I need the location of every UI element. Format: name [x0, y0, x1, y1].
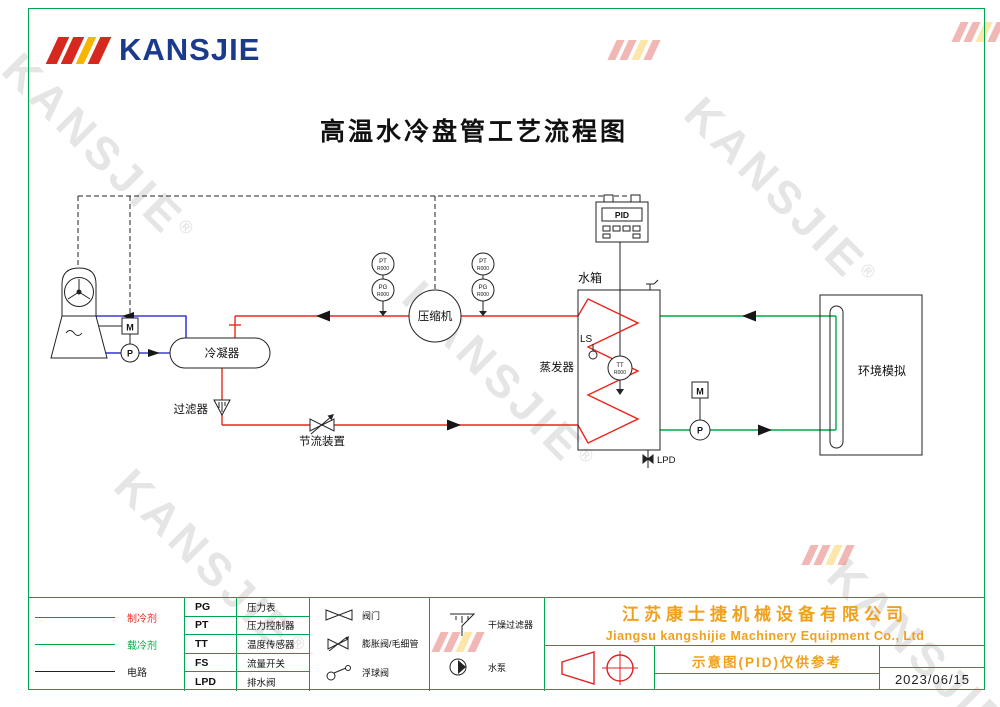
projection-symbol-icon — [560, 651, 638, 685]
projection-symbol-cell — [545, 646, 655, 690]
pt-tag: R000 — [477, 266, 489, 272]
title-block: 江苏康士捷机械设备有限公司 Jiangsu kangshijie Machine… — [545, 598, 985, 691]
date-column: 2023/06/15 — [880, 646, 985, 690]
filter-label: 过滤器 — [174, 403, 209, 416]
flow-arrows — [122, 310, 772, 436]
water-tank-label: 水箱 — [578, 270, 602, 285]
pump-label: P — [697, 426, 703, 436]
circuit-line-sample — [35, 671, 115, 672]
valve-icon — [325, 609, 353, 621]
pg-label: PG — [479, 285, 488, 291]
compressor-label: 压缩机 — [418, 309, 453, 323]
page-title: 高温水冷盘管工艺流程图 — [320, 118, 629, 146]
legend-expansion-valve: 膨胀阀/毛细管 — [310, 634, 429, 652]
legend-line-coolant: 载冷剂 — [28, 637, 184, 652]
pid-label: PID — [615, 210, 629, 220]
company-block: 江苏康士捷机械设备有限公司 Jiangsu kangshijie Machine… — [545, 598, 985, 646]
pump-symbol — [120, 343, 140, 363]
lpd-label: LPD — [657, 455, 676, 466]
pg-tag: R000 — [477, 292, 489, 298]
title-block-bottom-row: 示意图(PID)仅供参考 2023/06/15 — [545, 646, 985, 690]
refrigerant-line-sample — [35, 617, 115, 618]
brand-logo: KANSJIE — [45, 32, 261, 68]
pump-symbol — [689, 419, 711, 441]
pump-label: P — [127, 349, 133, 359]
legend-line-circuit: 电路 — [28, 664, 184, 679]
legend-valve: 阀门 — [310, 608, 429, 622]
water-pump-icon — [449, 658, 467, 676]
pg-tag: R000 — [377, 292, 389, 298]
pt-tag: R000 — [377, 266, 389, 272]
brand-stripes-icon — [45, 36, 112, 64]
legend-valve-symbols: 阀门 膨胀阀/毛细管 浮球阀 — [310, 598, 430, 691]
condenser-label: 冷凝器 — [205, 346, 240, 360]
temperature-sensor-symbol — [607, 355, 633, 395]
environment-sim-symbol: 环境模拟 — [819, 294, 923, 456]
compressor-symbol: 压缩机 — [408, 289, 462, 343]
pt-label: PT — [379, 259, 387, 265]
brand-name: KANSJIE — [119, 32, 261, 67]
env-sim-label: 环境模拟 — [858, 363, 906, 378]
motor-label: M — [126, 323, 134, 333]
cooling-tower-symbol — [50, 267, 108, 359]
filter-symbol — [213, 399, 231, 417]
throttle-label: 节流装置 — [299, 434, 345, 448]
tt-label: TT — [616, 363, 624, 369]
legend-water-pump: 水泵 — [430, 656, 544, 678]
coolant-line-sample — [35, 644, 115, 645]
tank-fitting — [646, 279, 659, 290]
circuit-lines — [77, 195, 628, 318]
date-cell-empty — [880, 646, 985, 668]
pg-label: PG — [379, 285, 388, 291]
drawing-note-cell: 示意图(PID)仅供参考 — [655, 646, 880, 690]
condenser-pump-group — [99, 317, 140, 363]
pressure-instruments — [371, 252, 495, 316]
drawing-note: 示意图(PID)仅供参考 — [692, 655, 842, 670]
date: 2023/06/15 — [894, 671, 971, 687]
throttle-valve-symbol — [309, 414, 335, 435]
water-tank-symbol — [577, 289, 661, 451]
coolant-pump-group — [689, 381, 711, 441]
motor-label: M — [696, 387, 704, 397]
legend-dryer-filter: 干燥过滤器 — [430, 611, 544, 639]
drain-valve-symbol — [642, 450, 654, 468]
float-valve-icon — [326, 664, 351, 681]
legend-line-types: 制冷剂 载冷剂 电路 — [28, 598, 185, 691]
tt-tag: R000 — [614, 370, 626, 376]
pid-controller-symbol — [595, 194, 649, 243]
company-name-cn: 江苏康士捷机械设备有限公司 — [622, 605, 908, 624]
ls-label: LS — [580, 334, 593, 345]
pt-label: PT — [479, 259, 487, 265]
legend-line-refrigerant: 制冷剂 — [28, 610, 184, 625]
expansion-valve-icon — [327, 636, 349, 652]
level-switch-symbol — [588, 344, 598, 360]
evaporator-label: 蒸发器 — [540, 360, 575, 374]
coolant-lines — [660, 315, 837, 431]
condenser-symbol: 冷凝器 — [169, 337, 271, 369]
legend-float-valve: 浮球阀 — [310, 664, 429, 681]
company-name-en: Jiangsu kangshijie Machinery Equipment C… — [605, 629, 925, 643]
dryer-filter-icon — [450, 613, 476, 636]
legend-equipment-symbols: 干燥过滤器 水泵 — [430, 598, 545, 691]
